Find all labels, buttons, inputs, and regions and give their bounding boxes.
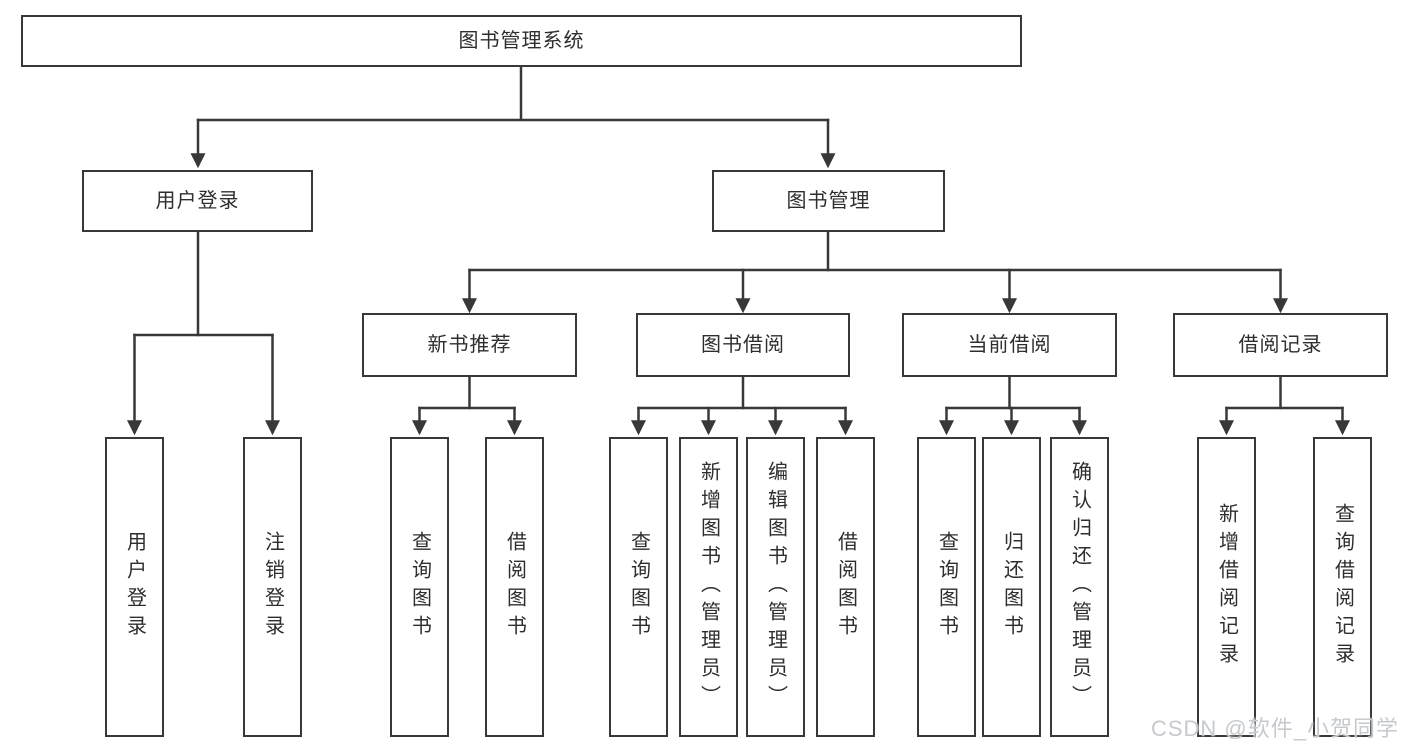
node-new-book-recommend-label: 新书推荐 <box>427 334 512 356</box>
leaf-query-book-borrow: 查询图书 <box>609 437 668 737</box>
leaf-confirm-return-admin: 确认归还（管理员） <box>1050 437 1109 737</box>
leaf-query-borrow-record-label: 查询借阅记录 <box>1331 503 1354 671</box>
node-book-borrow: 图书借阅 <box>636 313 850 377</box>
node-book-management-label: 图书管理 <box>786 190 871 212</box>
node-user-login-label: 用户登录 <box>155 190 240 212</box>
node-book-management: 图书管理 <box>712 170 945 232</box>
node-borrow-records: 借阅记录 <box>1173 313 1388 377</box>
leaf-logout-login: 注销登录 <box>243 437 302 737</box>
leaf-add-book-admin: 新增图书（管理员） <box>679 437 738 737</box>
leaf-borrow-book-label: 借阅图书 <box>834 531 857 643</box>
node-root: 图书管理系统 <box>21 15 1022 67</box>
node-current-borrow-label: 当前借阅 <box>967 334 1052 356</box>
leaf-user-login: 用户登录 <box>105 437 164 737</box>
node-root-label: 图书管理系统 <box>458 30 585 52</box>
leaf-logout-login-label: 注销登录 <box>261 531 284 643</box>
leaf-borrow-book: 借阅图书 <box>816 437 875 737</box>
leaf-query-book-recommend-label: 查询图书 <box>408 531 431 643</box>
leaf-query-book-current: 查询图书 <box>917 437 976 737</box>
node-current-borrow: 当前借阅 <box>902 313 1117 377</box>
leaf-return-book: 归还图书 <box>982 437 1041 737</box>
leaf-borrow-book-recommend: 借阅图书 <box>485 437 544 737</box>
leaf-confirm-return-admin-label: 确认归还（管理员） <box>1068 461 1091 713</box>
watermark: CSDN @软件_小贺同学 <box>1150 716 1399 741</box>
leaf-add-borrow-record-label: 新增借阅记录 <box>1215 503 1238 671</box>
node-book-borrow-label: 图书借阅 <box>701 334 785 356</box>
leaf-edit-book-admin-label: 编辑图书（管理员） <box>764 461 787 713</box>
node-new-book-recommend: 新书推荐 <box>362 313 577 377</box>
leaf-query-book-recommend: 查询图书 <box>390 437 449 737</box>
leaf-add-book-admin-label: 新增图书（管理员） <box>697 461 720 713</box>
leaf-edit-book-admin: 编辑图书（管理员） <box>746 437 805 737</box>
leaf-return-book-label: 归还图书 <box>1000 531 1023 643</box>
leaf-add-borrow-record: 新增借阅记录 <box>1197 437 1256 737</box>
leaf-borrow-book-recommend-label: 借阅图书 <box>503 531 526 643</box>
leaf-query-borrow-record: 查询借阅记录 <box>1313 437 1372 737</box>
leaf-query-book-current-label: 查询图书 <box>935 531 958 643</box>
node-user-login: 用户登录 <box>82 170 313 232</box>
node-borrow-records-label: 借阅记录 <box>1238 334 1323 356</box>
leaf-user-login-label: 用户登录 <box>123 531 146 643</box>
leaf-query-book-borrow-label: 查询图书 <box>627 531 650 643</box>
